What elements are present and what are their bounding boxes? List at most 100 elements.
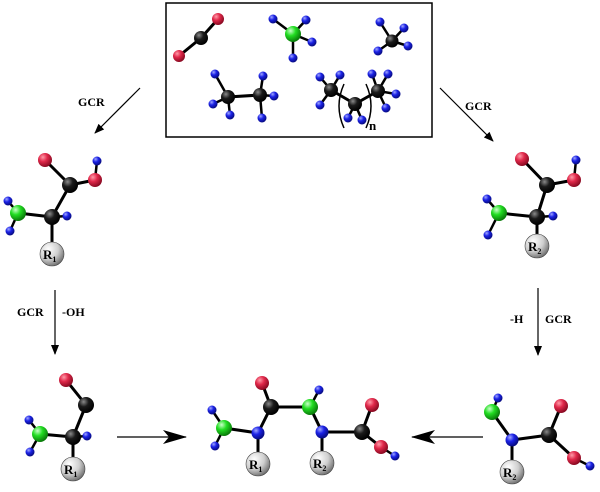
residue-sphere [524, 233, 550, 259]
residue-sphere [39, 241, 65, 267]
hydrogen-atom [390, 451, 400, 461]
hydrogen-atom [357, 115, 367, 125]
amino-acid-right: R2 [482, 152, 581, 259]
dipeptide: R1 R2 [207, 376, 400, 477]
oxygen-atom [212, 13, 224, 25]
residue-2-label: R2 [313, 456, 326, 473]
hydrogen-atom [258, 71, 268, 81]
hydrogen-atom [315, 100, 325, 110]
carbon-atom [539, 177, 555, 193]
carbon-atom [385, 34, 399, 48]
hydrogen-atom [335, 70, 345, 80]
hydrogen-atom [92, 156, 102, 166]
arrow-top-right [439, 87, 494, 142]
oxygen-atom [374, 440, 388, 454]
hydrogen-atom [383, 69, 393, 79]
molecule-methane [373, 17, 413, 56]
residue-label: R1 [64, 462, 77, 479]
hydrogen-atom [505, 433, 519, 447]
hydrogen-atom [208, 99, 218, 109]
oxygen-atom [365, 398, 379, 412]
hydrogen-atom [257, 113, 267, 123]
arrow-top-right-label: GCR [465, 99, 492, 113]
residue-sphere-2 [309, 450, 335, 476]
hydrogen-atom [315, 72, 325, 82]
carbon-atom [348, 97, 362, 111]
carbon-atom [354, 424, 370, 440]
oxygen-atom [88, 173, 102, 187]
carbon-atom [65, 429, 81, 445]
oxygen-atom [38, 153, 52, 167]
hydrogen-atom [307, 37, 317, 47]
molecule-ammonia [268, 14, 317, 63]
hydrogen-atom [269, 91, 279, 101]
repeat-bracket-left [338, 83, 345, 129]
carbon-atom [62, 177, 78, 193]
hydrogen-atom [62, 211, 72, 221]
residue-label: R2 [528, 239, 541, 256]
hydrogen-atom [5, 226, 15, 236]
hydrogen-atom [268, 14, 278, 24]
nitrogen-atom [32, 426, 48, 442]
carbon-atom [529, 209, 545, 225]
carbon-atom [263, 399, 279, 415]
residue-sphere-1 [245, 451, 271, 477]
hydrogen-atom [251, 426, 265, 440]
carbon-atom [44, 209, 60, 225]
precursor-box: n [165, 2, 433, 138]
oxygen-atom [554, 399, 568, 413]
arrow-left-down-label-1: GCR [17, 305, 44, 319]
arrow-right-down-label-1: -H [510, 312, 524, 326]
nitrogen-atom [10, 205, 26, 221]
hydrogen-atom [375, 17, 385, 27]
fragment-left: R1 [24, 373, 94, 482]
hydrogen-atom [373, 46, 383, 56]
residue-sphere [60, 456, 86, 482]
hydrogen-atom [381, 103, 391, 113]
molecule-polymer-chain: n [315, 69, 401, 133]
molecule-carbon-monoxide [173, 13, 224, 62]
hydrogen-atom [343, 113, 353, 123]
arrow-top-left [94, 87, 141, 134]
carbon-atom [221, 90, 235, 104]
hydrogen-atom [82, 431, 92, 441]
oxygen-atom [567, 451, 581, 465]
carbon-atom [371, 84, 385, 98]
hydrogen-atom [399, 23, 409, 33]
residue-sphere [499, 459, 525, 485]
repeat-unit-label: n [369, 118, 377, 133]
hydrogen-atom [207, 405, 217, 415]
oxygen-atom [59, 373, 73, 387]
hydrogen-atom [225, 110, 235, 120]
hydrogen-atom [483, 230, 493, 240]
nitrogen-atom [285, 26, 301, 42]
hydrogen-atom [314, 385, 324, 395]
nitrogen-atom [302, 399, 318, 415]
hydrogen-atom [210, 441, 220, 451]
carbon-atom [324, 83, 338, 97]
residue-1-label: R1 [249, 457, 262, 474]
residue-label: R1 [43, 247, 56, 264]
hydrogen-atom [548, 211, 558, 221]
carbon-atom [78, 397, 94, 413]
nitrogen-atom [484, 404, 500, 420]
arrows: GCR GCR GCR -OH -H GCR [17, 87, 572, 444]
arrow-right-down-label-2: GCR [545, 312, 572, 326]
hydrogen-atom [482, 194, 492, 204]
hydrogen-atom [367, 69, 377, 79]
fragment-right: R2 [484, 393, 595, 485]
carbon-atom [253, 88, 267, 102]
hydrogen-atom [210, 69, 220, 79]
hydrogen-atom [585, 461, 595, 471]
amino-acid-left: R1 [3, 153, 102, 267]
oxygen-atom [515, 152, 529, 166]
oxygen-atom [255, 376, 269, 390]
repeat-bracket-right [365, 83, 372, 129]
nitrogen-atom [491, 205, 507, 221]
arrow-top-left-label: GCR [78, 95, 105, 109]
hydrogen-atom [493, 393, 503, 403]
arrow-left-down-label-2: -OH [62, 305, 85, 319]
precursor-frame [165, 2, 433, 138]
nitrogen-atom [216, 420, 232, 436]
hydrogen-atom [3, 196, 13, 206]
